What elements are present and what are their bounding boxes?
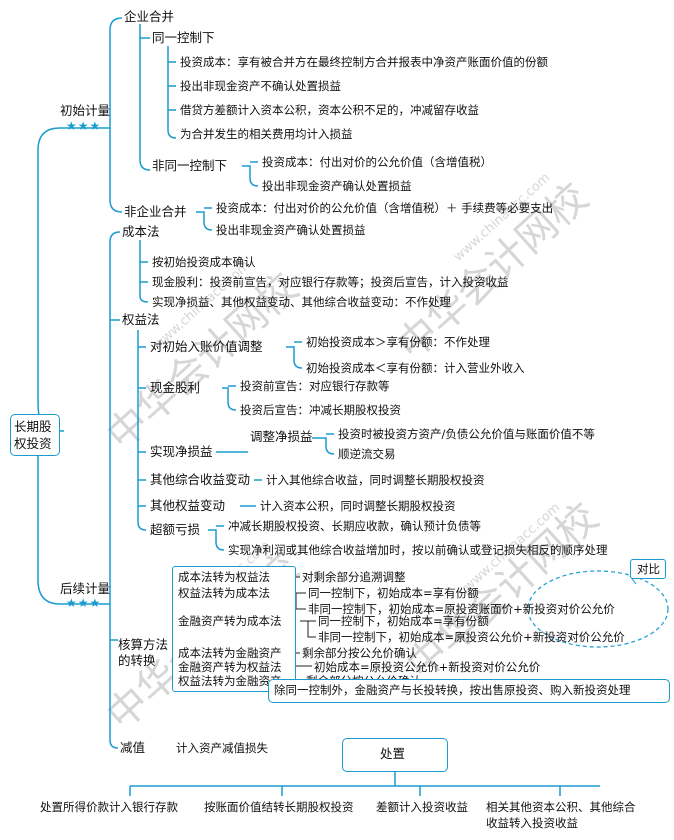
excess-item: 实现净利润或其他综合收益增加时，按以前确认或登记损失相反的顺序处理 — [228, 543, 608, 557]
subsequent-label: 后续计量 — [60, 581, 111, 596]
cost-item: 按初始投资成本确认 — [152, 255, 256, 269]
conversion-type: 金融资产转为权益法 — [178, 660, 282, 674]
cost-item: 现金股利：投资前宣告，对应银行存款等；投资后宣告，计入投资收益 — [152, 275, 509, 289]
same-control-label: 同一控制下 — [152, 30, 215, 45]
disposal-item: 处置所得价款计入银行存款 — [40, 800, 178, 814]
same-item: 借贷方差额计入资本公积，资本公积不足的，冲减留存收益 — [180, 103, 479, 117]
cost-method-label: 成本法 — [122, 224, 160, 239]
adjust-item: 初始投资成本＞享有份额：不作处理 — [306, 335, 490, 349]
excess-item: 冲减长期股权投资、长期应收款，确认预计负债等 — [228, 519, 481, 533]
conversion-type: 成本法转为权益法 — [178, 570, 270, 584]
nonmerge-item: 投出非现金资产确认处置损益 — [216, 223, 366, 237]
disposal-item: 差额计入投资收益 — [376, 800, 468, 814]
compare-label: 对比 — [637, 562, 660, 576]
diff-control-label: 非同一控制下 — [152, 158, 228, 173]
oci-label: 其他综合收益变动 — [150, 472, 251, 487]
compare-ellipse — [527, 570, 669, 648]
oci-item: 计入其他综合收益，同时调整长期股权投资 — [266, 473, 485, 487]
cash-dividend-label: 现金股利 — [150, 380, 201, 395]
diff-item: 投资成本：付出对价的公允价值（含增值税） — [262, 155, 492, 169]
cash-item: 投资前宣告：对应银行存款等 — [240, 379, 390, 393]
compare-box — [630, 559, 666, 579]
disposal-item: 按账面价值结转长期股权投资 — [204, 800, 354, 814]
root-node — [10, 414, 60, 456]
diff-item: 投出非现金资产确认处置损益 — [262, 179, 412, 193]
disposal-item: 相关其他资本公积、其他综合 — [486, 800, 636, 814]
conversion-type: 成本法转为金融资产 — [178, 646, 282, 660]
conversion-rule: 非同一控制下，初始成本=原投资账面价+新投资对价公允价 — [308, 602, 615, 616]
conversion-rule: 剩余部分按公允价确认 — [302, 646, 417, 660]
conversion-rule: 非同一控制下，初始成本=原投资公允价+新投资对价公允价 — [318, 630, 625, 644]
same-item: 为合并发生的相关费用均计入损益 — [180, 127, 353, 141]
conversion-label-2: 的转换 — [118, 653, 156, 668]
net-pl-item: 投资时被投资方资产/负债公允价值与账面价值不等 — [338, 427, 595, 441]
other-equity-label: 其他权益变动 — [150, 498, 226, 513]
adjust-label: 对初始入账价值调整 — [150, 339, 263, 354]
disposal-box — [342, 738, 448, 772]
root-label: 长期股权投资 — [14, 419, 52, 451]
same-item: 投出非现金资产不确认处置损益 — [180, 79, 341, 93]
same-item: 投资成本：享有被合并方在最终控制方合并报表中净资产账面价值的份额 — [180, 55, 548, 69]
equity-method-label: 权益法 — [122, 312, 160, 327]
conversion-rule: 同一控制下，初始成本=享有份额 — [308, 586, 479, 600]
conversion-box — [172, 566, 296, 692]
conversion-label: 核算方法 — [118, 637, 169, 652]
conversion-note-box — [268, 679, 670, 703]
conversion-rule: 对剩余部分追溯调整 — [302, 570, 406, 584]
initial-label: 初始计量 — [60, 103, 111, 118]
nonmerge-item: 投资成本：付出对价的公允价值（含增值税）＋ 手续费等必要支出 — [216, 201, 554, 215]
conversion-type: 权益法转为成本法 — [178, 586, 270, 600]
cost-item: 实现净损益、其他权益变动、其他综合收益变动：不作处理 — [152, 295, 451, 309]
impairment-label: 减值 — [120, 740, 146, 755]
disposal-item: 收益转入投资收益 — [486, 816, 578, 830]
excess-loss-label: 超额亏损 — [150, 522, 201, 537]
cash-item: 投资后宣告：冲减长期股权投资 — [240, 403, 401, 417]
conversion-type: 权益法转为金融资产 — [178, 674, 282, 688]
conversion-rule: 同一控制下，初始成本=享有份额 — [318, 614, 489, 628]
impairment-item: 计入资产减值损失 — [176, 741, 268, 755]
adjust-item: 初始投资成本＜享有份额：计入营业外收入 — [306, 361, 525, 375]
initial-stars: ★★★ — [66, 119, 102, 133]
conversion-note: 除同一控制外，金融资产与长投转换，按出售原投资、购入新投资处理 — [274, 683, 631, 697]
merge-label: 企业合并 — [124, 9, 175, 24]
net-pl-label: 实现净损益 — [150, 444, 213, 459]
adjust-net-pl-label: 调整净损益 — [250, 429, 313, 444]
conversion-type: 金融资产转为成本法 — [178, 614, 282, 628]
conversion-rule: 初始成本=原投资公允价+新投资对价公允价 — [314, 660, 541, 674]
nonmerge-label: 非企业合并 — [124, 204, 187, 219]
subsequent-stars: ★★★ — [66, 596, 102, 610]
net-pl-item: 顺逆流交易 — [338, 447, 396, 461]
other-equity-item: 计入资本公积，同时调整长期股权投资 — [260, 499, 456, 513]
disposal-label: 处置 — [380, 746, 406, 761]
